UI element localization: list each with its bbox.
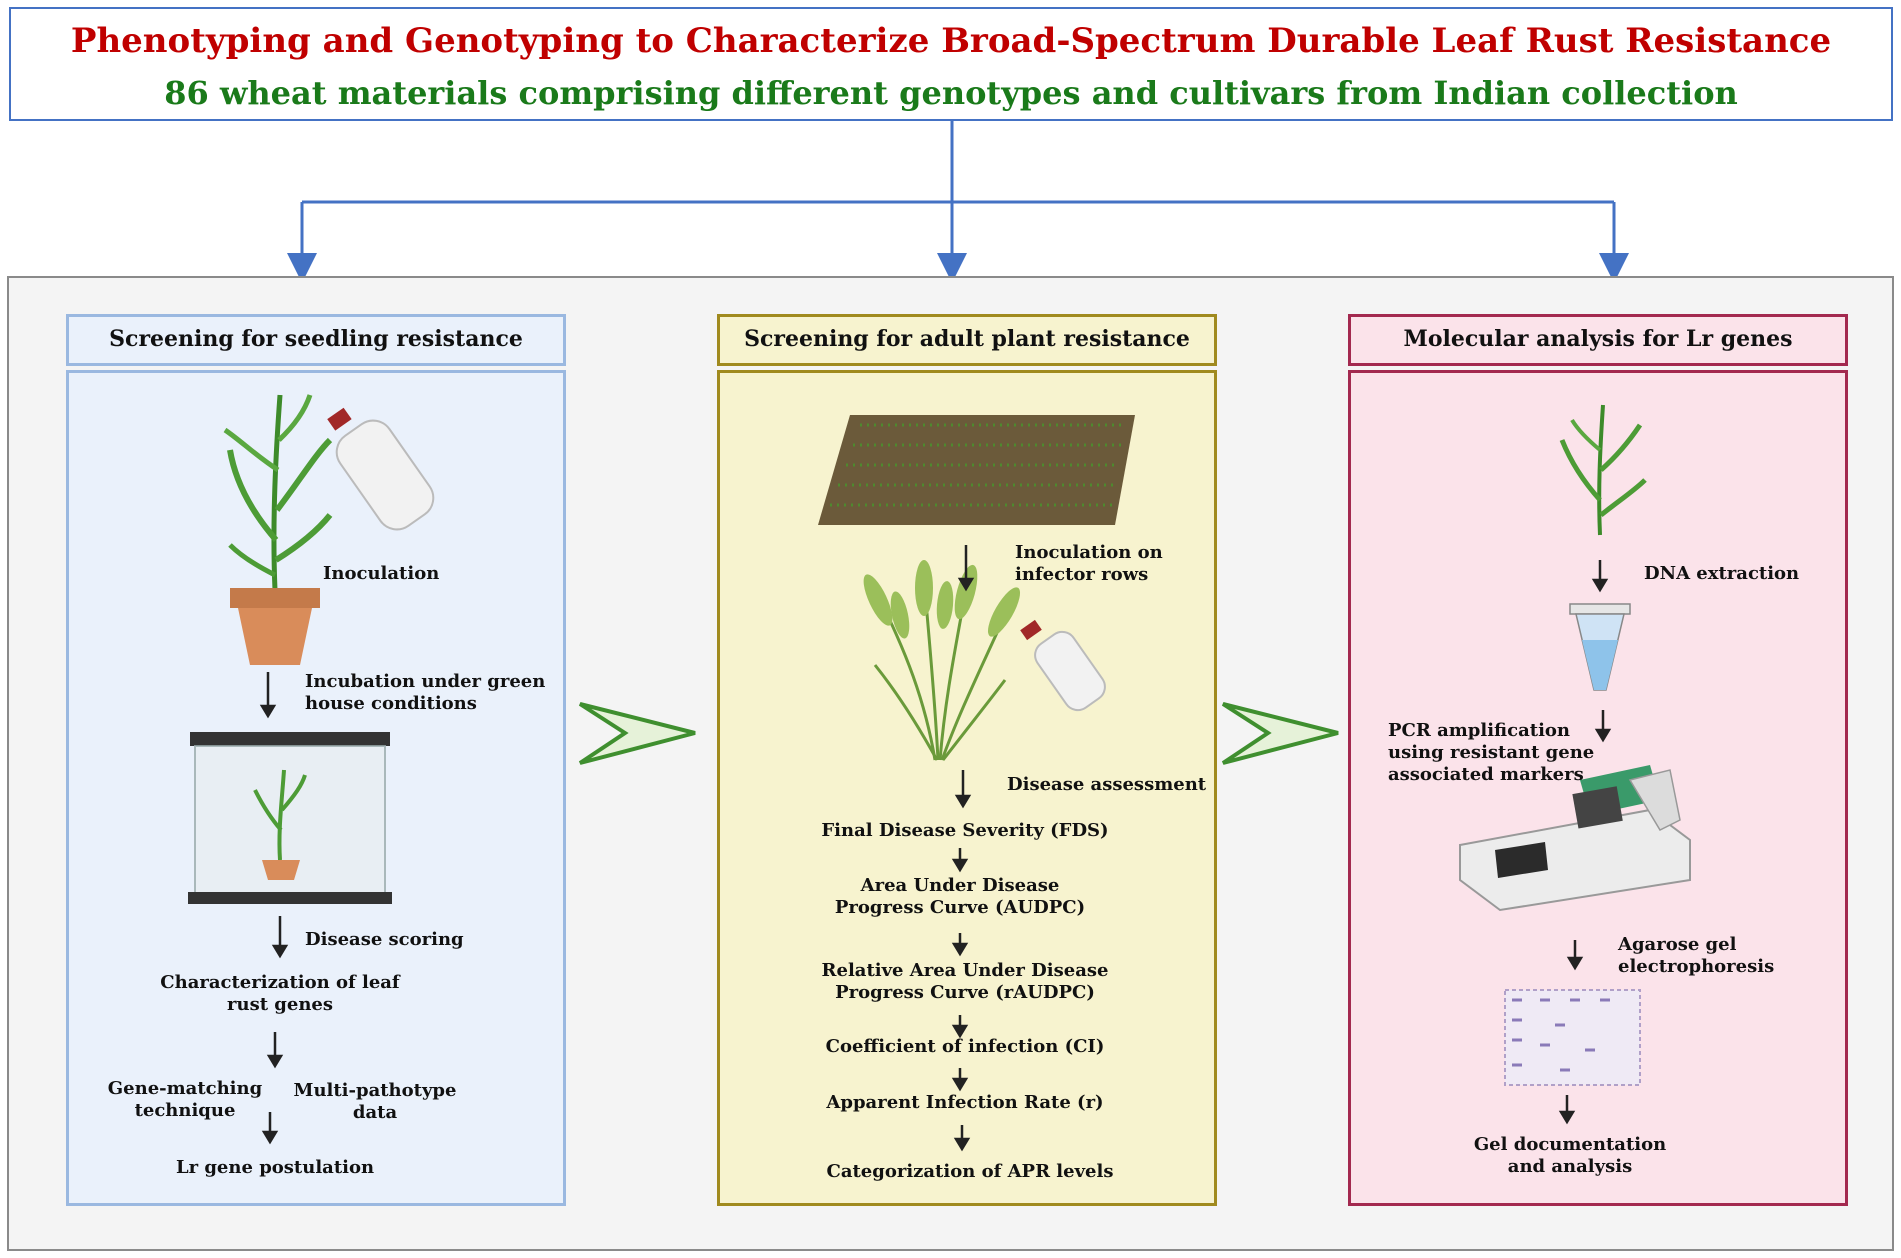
gel-plate-icon: [1504, 989, 1641, 1086]
pcr-label-2: using resistant gene: [1388, 742, 1595, 763]
diagram-title: Phenotyping and Genotyping to Characteri…: [70, 21, 1832, 61]
wheat-plant-icon: [1559, 404, 1647, 536]
raudpc-label-2: Progress Curve (rAUDPC): [835, 982, 1095, 1003]
seedling-heading: Screening for seedling resistance: [66, 314, 566, 366]
pcr-label-1: PCR amplification: [1388, 720, 1571, 741]
characterization-label-1: Characterization of leaf: [160, 972, 400, 993]
postulation-label: Lr gene postulation: [175, 1157, 375, 1178]
gene-matching-label-2: technique: [134, 1100, 236, 1121]
title-box: Phenotyping and Genotyping to Characteri…: [9, 7, 1893, 121]
multi-pathotype-label-1: Multi-pathotype: [293, 1080, 457, 1101]
adult-step-arrows: [951, 545, 975, 1152]
apr-label: Categorization of APR levels: [826, 1161, 1114, 1182]
incubation-label-2: house conditions: [305, 693, 477, 714]
glass-chamber-icon: [188, 732, 392, 904]
disease-scoring-label: Disease scoring: [305, 929, 464, 950]
audpc-label-1: Area Under Disease: [860, 875, 1060, 896]
pcr-label-3: associated markers: [1388, 764, 1584, 785]
agarose-label-1: Agarose gel: [1618, 934, 1737, 955]
fds-label: Final Disease Severity (FDS): [821, 820, 1109, 841]
audpc-label-2: Progress Curve (AUDPC): [834, 897, 1086, 918]
multi-pathotype-label-2: data: [352, 1102, 398, 1123]
chevron-arrow-icon: [578, 702, 696, 765]
gel-doc-label-1: Gel documentation: [1473, 1134, 1667, 1155]
air-label: Apparent Infection Rate (r): [826, 1092, 1104, 1113]
gene-matching-label-1: Gene-matching: [107, 1078, 263, 1099]
ci-label: Coefficient of infection (CI): [825, 1036, 1105, 1057]
chevron-arrow-icon: [1221, 702, 1339, 765]
gel-doc-label-2: and analysis: [1507, 1156, 1633, 1177]
molecular-heading: Molecular analysis for Lr genes: [1348, 314, 1848, 366]
wheat-plant-icon: [223, 394, 333, 591]
adult-heading: Screening for adult plant resistance: [717, 314, 1217, 366]
diagram-subtitle: 86 wheat materials comprising different …: [164, 74, 1738, 112]
field-plot-icon: [818, 415, 1135, 525]
dna-extraction-label: DNA extraction: [1644, 563, 1800, 584]
pcr-machine-icon: [1459, 765, 1691, 912]
inoculation-infector-label-1: Inoculation on: [1015, 542, 1163, 563]
disease-assessment-label: Disease assessment: [1007, 774, 1207, 795]
inoculation-label: Inoculation: [323, 563, 440, 584]
seedling-step-arrows: [259, 672, 289, 1145]
inoculation-infector-label-2: infector rows: [1015, 564, 1149, 585]
raudpc-label-1: Relative Area Under Disease: [821, 960, 1109, 981]
agarose-label-2: electrophoresis: [1618, 956, 1775, 977]
spray-bottle-icon: [1020, 619, 1106, 712]
molecular-step-arrows: [1558, 560, 1612, 1125]
incubation-label-1: Incubation under green: [305, 671, 546, 692]
spray-bottle-icon: [327, 407, 435, 531]
microtube-icon: [1569, 603, 1631, 691]
characterization-label-2: rust genes: [227, 994, 333, 1015]
flower-pot-icon: [230, 588, 320, 665]
